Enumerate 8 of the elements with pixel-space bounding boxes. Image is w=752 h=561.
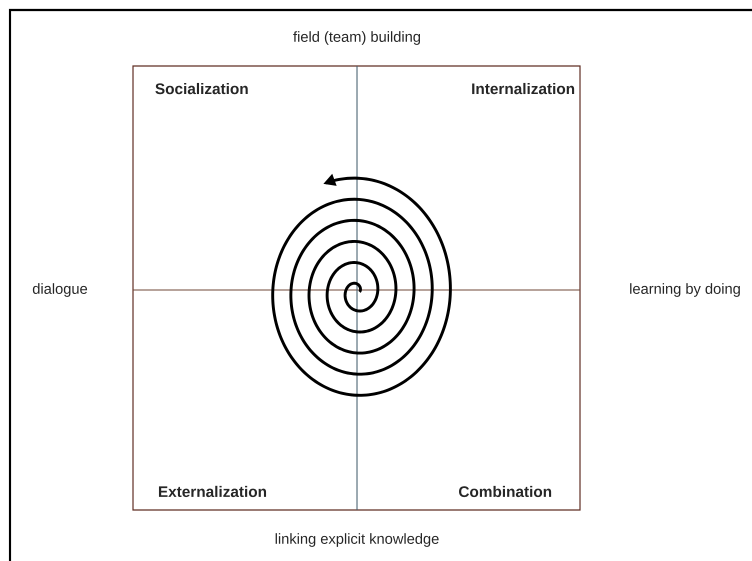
quadrant-title: Externalization (158, 486, 266, 498)
axis-label: dialogue (32, 283, 88, 297)
axis-label: learning by doing (630, 283, 740, 297)
quadrant-title: Socialization (155, 82, 248, 94)
axis-label: field (team) building (293, 31, 420, 45)
quadrant-title: Internalization (472, 82, 574, 94)
quadrant-title: Combination (459, 486, 552, 498)
axis-label: linking explicit knowledge (276, 533, 439, 547)
